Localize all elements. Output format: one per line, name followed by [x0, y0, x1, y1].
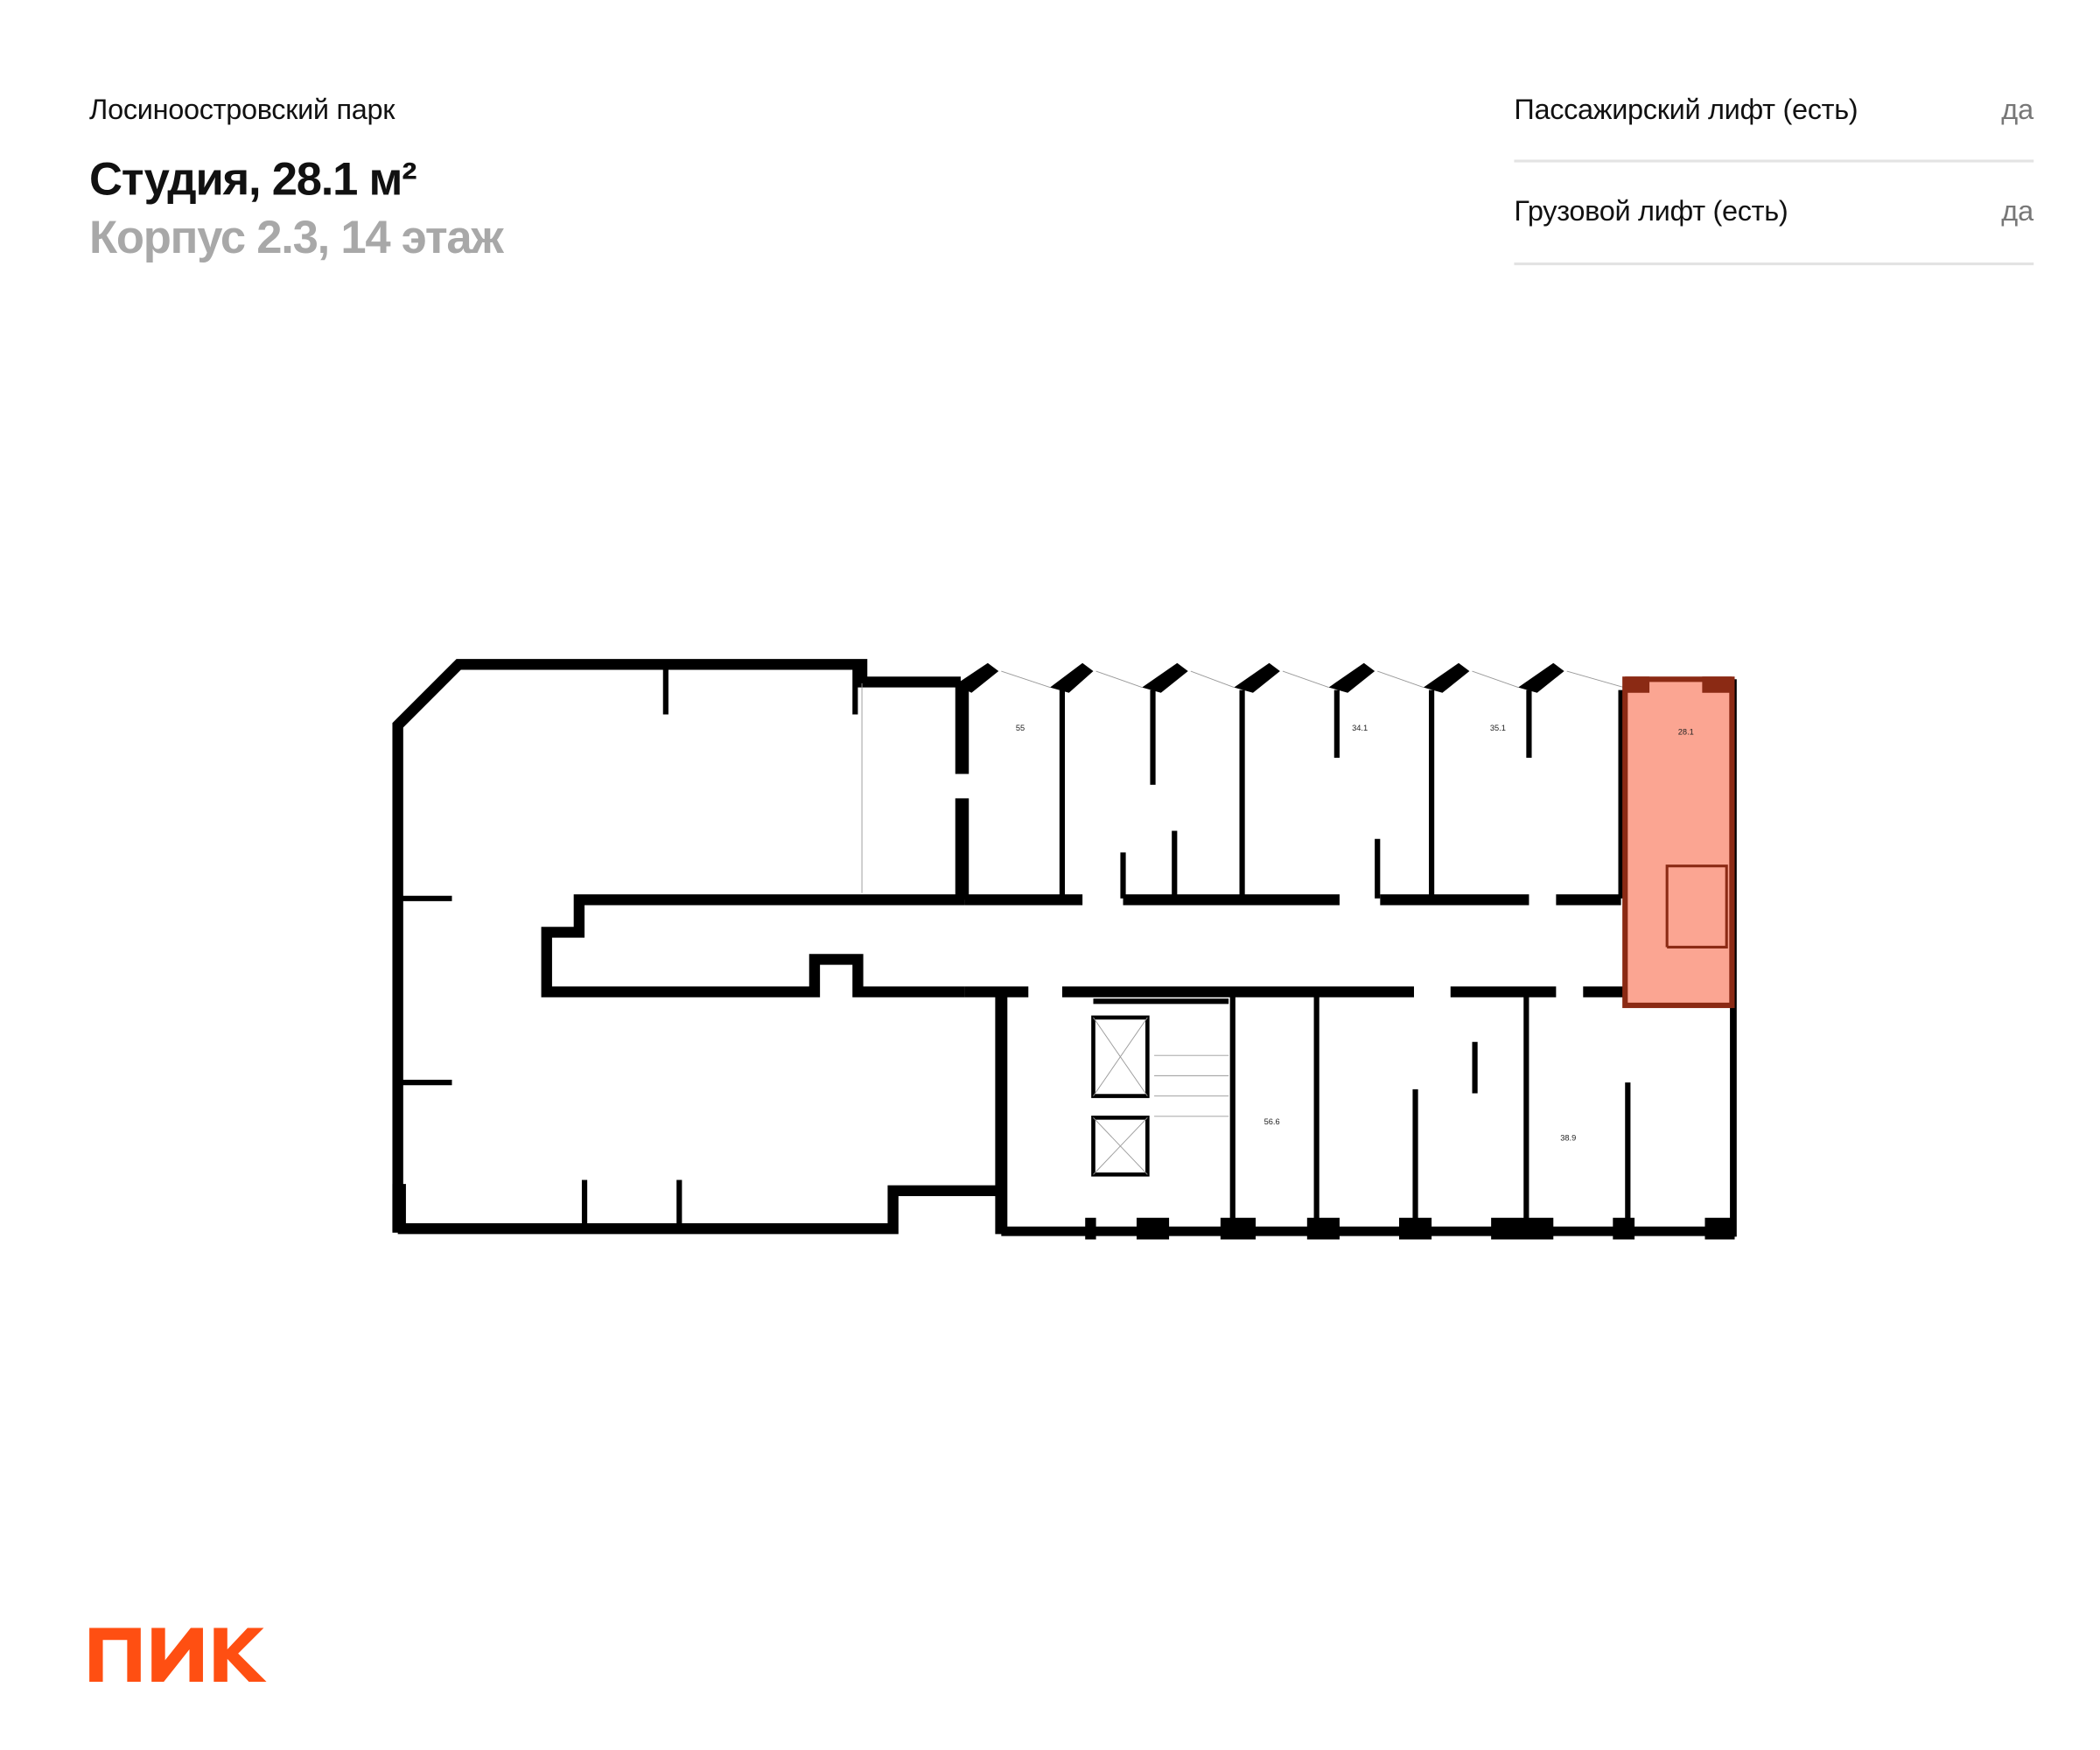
- apartment-label: 56.6: [1264, 1117, 1280, 1126]
- building-floor: Корпус 2.3, 14 этаж: [89, 212, 504, 264]
- feature-label: Пассажирский лифт (есть): [1514, 94, 1858, 126]
- wall: [392, 659, 961, 1232]
- apartment-label: 55: [1016, 724, 1025, 732]
- feature-freight-lift: Грузовой лифт (есть) да: [1514, 196, 2034, 266]
- wall: [397, 1185, 1004, 1235]
- wall: [541, 894, 965, 998]
- pik-logo: [89, 1628, 267, 1683]
- complex-name: Лосиноостровский парк: [89, 94, 396, 126]
- apartment-label-selected: 28.1: [1678, 728, 1694, 737]
- apartment-label: 34.1: [1352, 724, 1368, 732]
- apartment-label: 35.1: [1490, 724, 1506, 732]
- selected-apartment-highlight[interactable]: [1622, 676, 1735, 1009]
- apartment-title: Студия, 28.1 м²: [89, 154, 417, 206]
- feature-passenger-lift: Пассажирский лифт (есть) да: [1514, 94, 2034, 163]
- apartment-label: 38.9: [1560, 1134, 1576, 1143]
- feature-value: да: [2001, 196, 2034, 228]
- facade-windows: [392, 662, 1735, 1240]
- feature-label: Грузовой лифт (есть): [1514, 196, 1788, 228]
- feature-value: да: [2001, 94, 2034, 126]
